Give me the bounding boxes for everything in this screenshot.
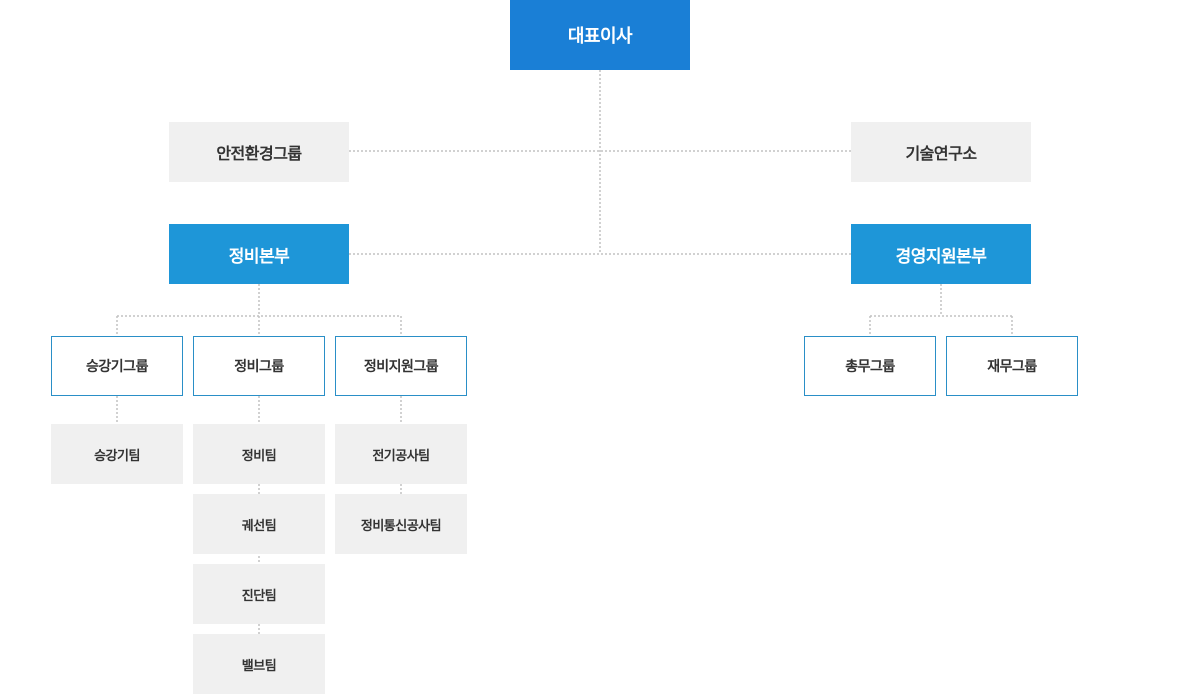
electrical-team-box: 전기공사팀 — [335, 424, 467, 484]
elevator-team-box: 승강기팀 — [51, 424, 183, 484]
maintenance-hq-box: 정비본부 — [169, 224, 349, 284]
management-hq-box: 경영지원본부 — [851, 224, 1031, 284]
diagnosis-team-box: 진단팀 — [193, 564, 325, 624]
valve-team-box: 밸브팀 — [193, 634, 325, 694]
ceo-box: 대표이사 — [510, 0, 690, 70]
telecom-team-box: 정비통신공사팀 — [335, 494, 467, 554]
track-team-box: 궤선팀 — [193, 494, 325, 554]
maintenance-support-group-box: 정비지원그룹 — [335, 336, 467, 396]
elevator-group-box: 승강기그룹 — [51, 336, 183, 396]
maintenance-group-box: 정비그룹 — [193, 336, 325, 396]
maintenance-team-box: 정비팀 — [193, 424, 325, 484]
general-affairs-group-box: 총무그룹 — [804, 336, 936, 396]
finance-group-box: 재무그룹 — [946, 336, 1078, 396]
tech-lab-box: 기술연구소 — [851, 122, 1031, 182]
safety-group-box: 안전환경그룹 — [169, 122, 349, 182]
